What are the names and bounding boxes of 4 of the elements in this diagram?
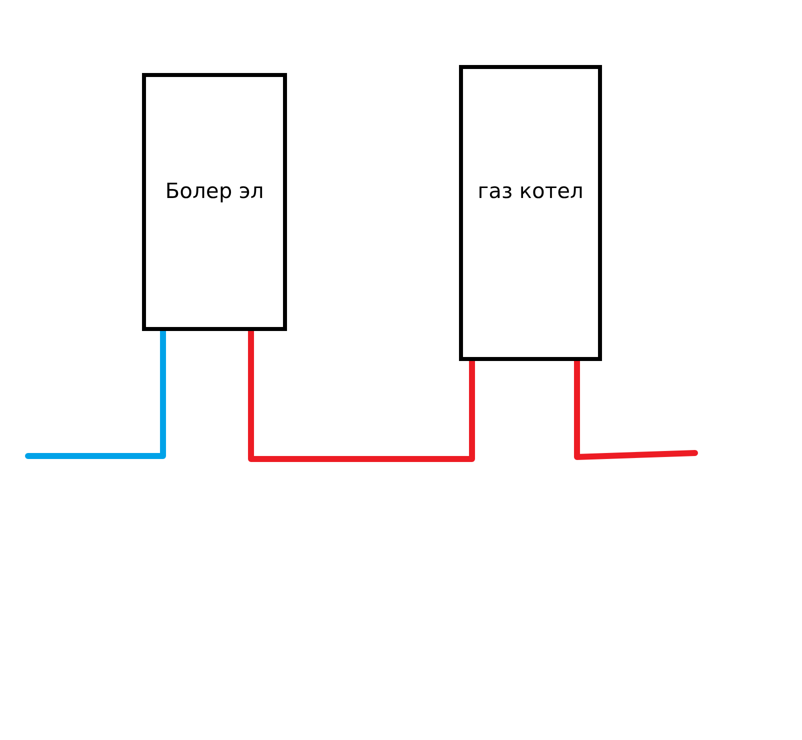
unit-box bbox=[142, 73, 287, 331]
unit-label: Болер эл bbox=[165, 179, 264, 203]
unit-box bbox=[459, 65, 602, 361]
unit-label: газ котел bbox=[478, 179, 584, 203]
